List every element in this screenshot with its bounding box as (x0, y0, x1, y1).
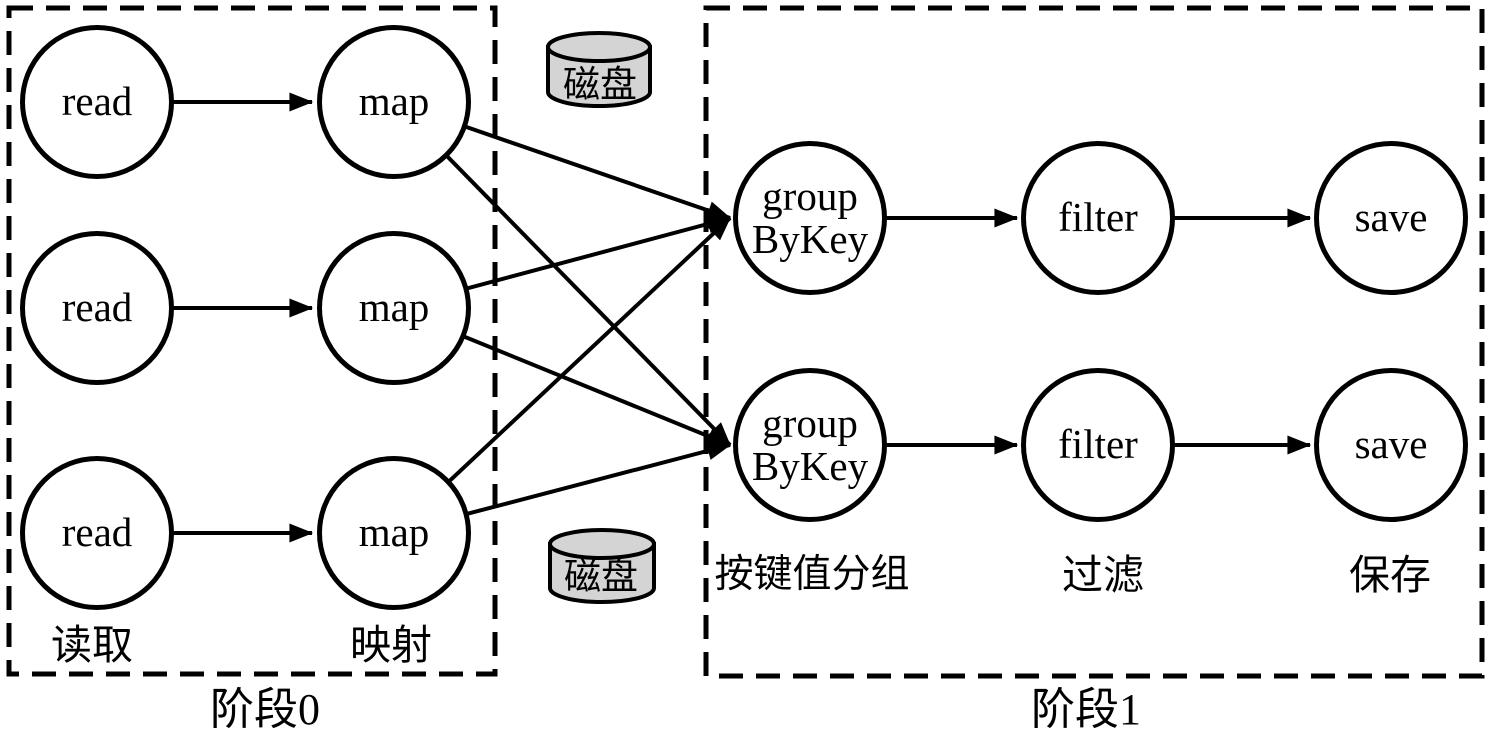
groupbykey-column-label: 按键值分组 (714, 553, 910, 596)
filter-node-2: filter (1021, 368, 1175, 522)
map-node-3: map (317, 456, 471, 610)
filter-node-2-label: filter (1058, 421, 1138, 468)
groupbykey-node-1-line1: group (762, 172, 858, 219)
groupbykey-node-2-line2: ByKey (751, 443, 869, 489)
map-node-2: map (317, 231, 471, 385)
disk-bottom-label: 磁盘 (564, 557, 638, 598)
groupbykey-node-1: group ByKey (733, 141, 887, 295)
read-node-2-label: read (61, 284, 133, 331)
read-column-label: 读取 (51, 622, 133, 668)
read-node-3-label: read (61, 509, 133, 556)
disk-bottom-cap (548, 528, 656, 560)
arrow-map1-group2 (392, 100, 732, 447)
filter-node-1: filter (1021, 141, 1175, 295)
read-node-1-label: read (61, 78, 133, 125)
disk-bottom-body (548, 542, 656, 604)
groupbykey-node-2: group ByKey (733, 368, 887, 522)
stage0-boundary (6, 5, 498, 677)
stage1-label: 阶段1 (1031, 685, 1141, 734)
read-node-3: read (20, 456, 174, 610)
disk-top-body (546, 45, 652, 108)
save-node-1: save (1314, 141, 1468, 295)
save-node-2: save (1314, 368, 1468, 522)
save-column-label: 保存 (1349, 552, 1431, 598)
disk-icon-top (546, 31, 652, 108)
map-node-1-label: map (358, 78, 430, 125)
disk-icon-bottom (548, 528, 656, 604)
save-node-1-label: save (1354, 194, 1428, 241)
disk-top-label: 磁盘 (563, 65, 637, 106)
read-node-1: read (20, 25, 174, 179)
groupbykey-node-1-line2: ByKey (751, 216, 869, 262)
groupbykey-node-2-line1: group (762, 399, 858, 446)
save-node-2-label: save (1354, 421, 1428, 468)
read-node-2: read (20, 231, 174, 385)
disk-top-cap (546, 31, 652, 63)
stage0-label: 阶段0 (210, 685, 320, 734)
stage1-boundary (703, 5, 1485, 679)
map-node-3-label: map (358, 509, 430, 556)
filter-column-label: 过滤 (1062, 552, 1144, 598)
filter-node-1-label: filter (1058, 194, 1138, 241)
map-node-2-label: map (358, 284, 430, 331)
map-node-1: map (317, 25, 471, 179)
map-column-label: 映射 (350, 622, 432, 668)
